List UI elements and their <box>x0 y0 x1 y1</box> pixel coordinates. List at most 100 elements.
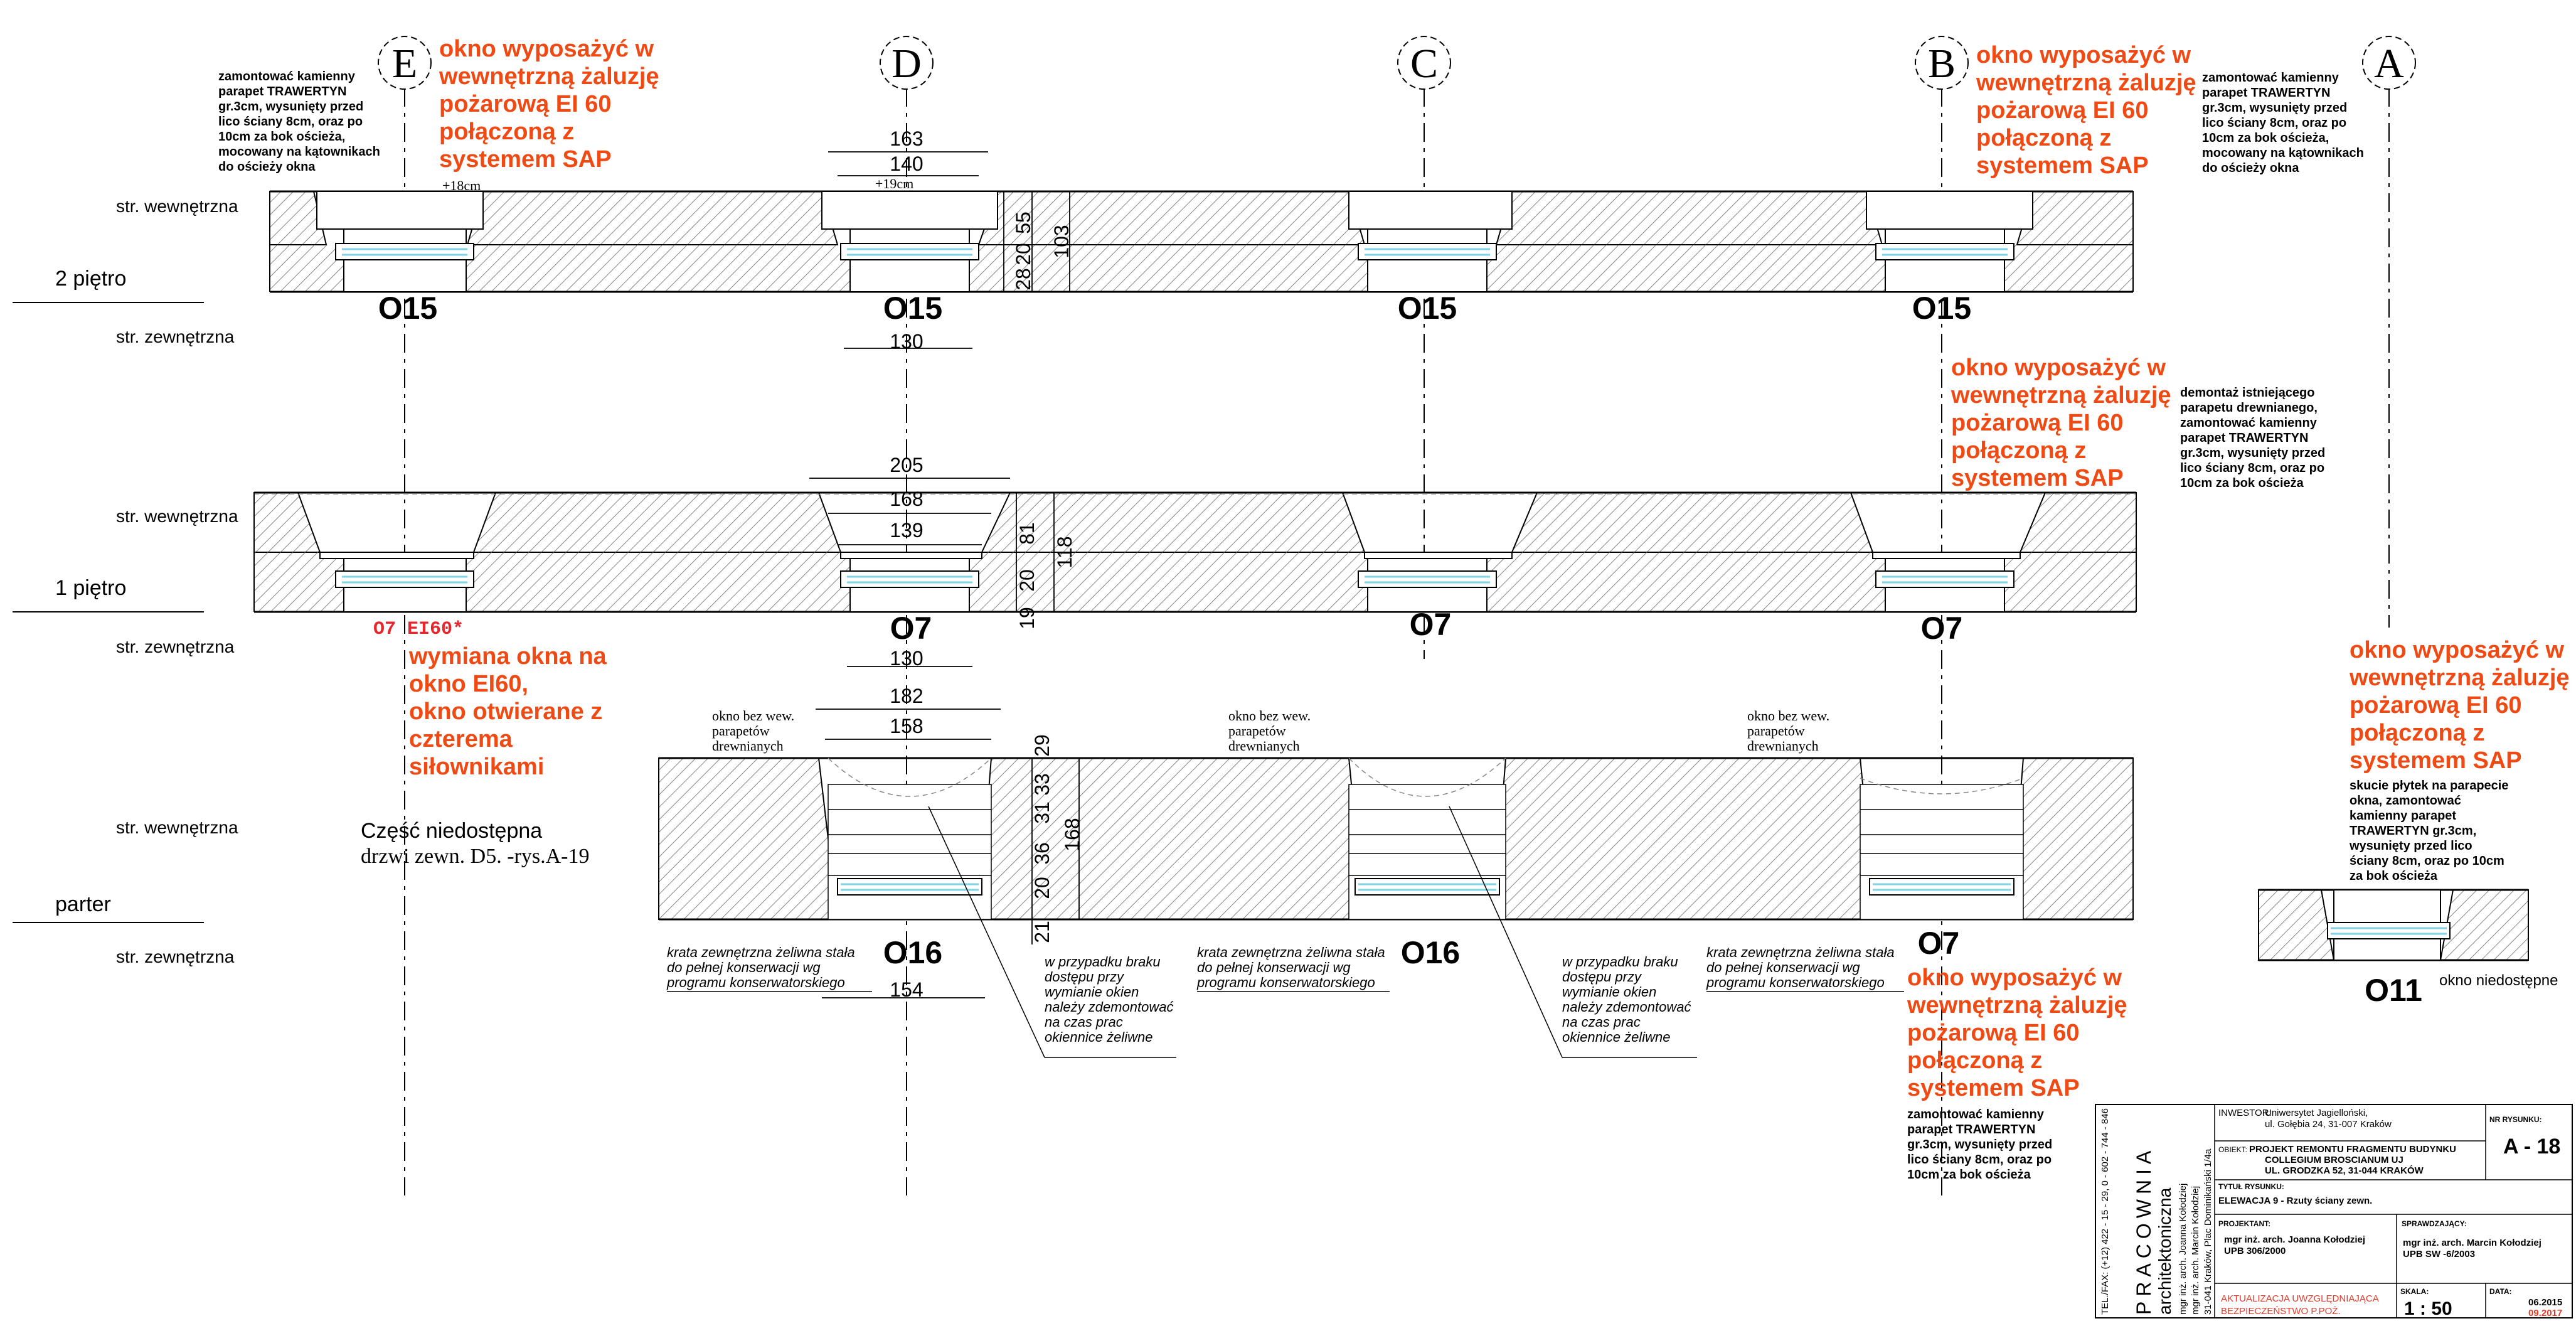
designer-name: mgr inż. arch. Joanna Kołodziej <box>2224 1234 2365 1245</box>
svg-text:krata zewnętrzna żeliwna stała: krata zewnętrzna żeliwna stała <box>1197 944 1385 960</box>
side-inner-2: str. wewnętrzna <box>116 196 238 216</box>
window-label-o15-d: O15 <box>883 291 943 326</box>
window-f1-e <box>319 552 474 612</box>
checker-license: UPB SW -6/2003 <box>2403 1249 2475 1259</box>
dimension-lines <box>809 151 1080 998</box>
svg-text:systemem SAP: systemem SAP <box>1907 1075 2080 1101</box>
dim-55: 55 <box>1012 211 1035 234</box>
svg-text:systemem SAP: systemem SAP <box>439 146 612 173</box>
dim-28: 28 <box>1012 268 1035 291</box>
svg-text:drewnianych: drewnianych <box>1747 738 1819 754</box>
svg-text:demontaż istniejącego: demontaż istniejącego <box>2180 386 2315 400</box>
title-block: TEL./FAX: (+12) 422 - 15 - 29, 0 - 602 -… <box>2095 1104 2573 1319</box>
svg-text:programu konserwatorskiego: programu konserwatorskiego <box>666 975 845 990</box>
svg-text:10cm za bok ościeża: 10cm za bok ościeża <box>2180 476 2304 490</box>
date-1: 06.2015 <box>2528 1297 2562 1308</box>
wall-floor-1 <box>253 491 2137 613</box>
window-f0-d <box>828 757 992 920</box>
window-f2-d <box>821 191 998 292</box>
note-no-parapet-c: okno bez wew. parapetów drewnianych <box>1228 708 1311 754</box>
dim-205: 205 <box>890 454 923 476</box>
window-label-o15-b: O15 <box>1912 291 1972 326</box>
svg-text:lico ściany 8cm, oraz po: lico ściany 8cm, oraz po <box>218 115 363 129</box>
floor-0: parter <box>55 892 111 916</box>
svg-text:okno bez wew.: okno bez wew. <box>1747 708 1829 724</box>
svg-text:parapetu drewnianego,: parapetu drewnianego, <box>2180 401 2318 415</box>
side-inner-1: str. wewnętrzna <box>116 506 238 526</box>
dim-140: 140 <box>890 152 923 175</box>
dim-81: 81 <box>1016 522 1038 545</box>
update-note-2: BEZPIECZEŃSTWO P.POŻ. <box>2221 1305 2341 1317</box>
note-sill-a: skucie płytek na parapecie okna, zamonto… <box>2349 779 2508 883</box>
window-f0-b <box>1860 778 2024 920</box>
window-f1-c <box>1358 552 1513 612</box>
svg-text:zamontować kamienny: zamontować kamienny <box>2202 71 2339 85</box>
checker-label: SPRAWDZAJĄCY: <box>2402 1219 2467 1228</box>
note-louver-b2: okno wyposażyć w wewnętrzną żaluzję poża… <box>1976 42 2196 179</box>
svg-text:parapet TRAWERTYN: parapet TRAWERTYN <box>2180 431 2308 445</box>
object-line-3: UL. GRODZKA 52, 31-044 KRAKÓW <box>2265 1165 2424 1176</box>
dim-plus-19: +19cm <box>875 176 913 191</box>
firm-phone: TEL./FAX: (+12) 422 - 15 - 29, 0 - 602 -… <box>2100 1108 2110 1315</box>
svg-text:parapet TRAWERTYN: parapet TRAWERTYN <box>2202 86 2330 100</box>
object-label: OBIEKT: <box>2218 1145 2247 1154</box>
date-label: DATA: <box>2489 1287 2512 1296</box>
svg-text:mocowany na kątownikach: mocowany na kątownikach <box>2202 146 2364 160</box>
axis-label-d: D <box>891 41 922 87</box>
date-2: 09.2017 <box>2528 1308 2562 1318</box>
note-louver-a: okno wyposażyć w wewnętrzną żaluzję poża… <box>2349 637 2570 774</box>
designer-license: UPB 306/2000 <box>2224 1246 2286 1256</box>
note-sill-b0: zamontować kamienny parapet TRAWERTYN gr… <box>1907 1108 2052 1182</box>
dim-182: 182 <box>890 685 923 707</box>
dim-36: 36 <box>1031 842 1053 865</box>
floor-1: 1 piętro <box>55 576 126 600</box>
svg-text:do pełnej konserwacji wg: do pełnej konserwacji wg <box>667 960 821 975</box>
side-inner-0: str. wewnętrzna <box>116 818 238 837</box>
note-inaccessible: Część niedostępna drzwi zewn. D5. -rys.A… <box>361 819 589 868</box>
svg-text:wysunięty przed lico: wysunięty przed lico <box>2349 839 2472 853</box>
wall-floor-2 <box>269 190 2134 293</box>
firm-subtitle: architektoniczna <box>2155 1187 2174 1315</box>
note-grate-c: krata zewnętrzna żeliwna stała do pełnej… <box>1196 944 1390 992</box>
svg-text:parapetów: parapetów <box>712 723 770 739</box>
svg-text:należy zdemontować: należy zdemontować <box>1045 999 1173 1015</box>
windows-floor-0 <box>828 757 2024 920</box>
drawing-number-label: NR RYSUNKU: <box>2489 1115 2542 1124</box>
svg-text:drewnianych: drewnianych <box>712 738 784 754</box>
svg-text:krata zewnętrzna żeliwna stała: krata zewnętrzna żeliwna stała <box>1706 944 1895 960</box>
note-grate-b: krata zewnętrzna żeliwna stała do pełnej… <box>1706 944 1904 992</box>
side-outer-0: str. zewnętrzna <box>116 947 235 966</box>
side-outer-1: str. zewnętrzna <box>116 637 235 656</box>
svg-text:zamontować kamienny: zamontować kamienny <box>1907 1108 2045 1121</box>
dim-168: 168 <box>890 488 923 510</box>
axis-bubbles <box>378 36 2416 90</box>
window-label-o7-c: O7 <box>1410 607 1452 642</box>
svg-text:zamontować kamienny: zamontować kamienny <box>218 70 356 83</box>
svg-text:gr.3cm, wysunięty przed: gr.3cm, wysunięty przed <box>2180 446 2325 460</box>
svg-text:okno wyposażyć w: okno wyposażyć w <box>2350 637 2565 663</box>
svg-text:połączoną z: połączoną z <box>1907 1047 2042 1074</box>
svg-text:skucie płytek na parapecie: skucie płytek na parapecie <box>2350 779 2508 793</box>
svg-text:za bok ościeża: za bok ościeża <box>2350 869 2438 883</box>
svg-text:systemem SAP: systemem SAP <box>1976 152 2149 179</box>
svg-text:dostępu przy: dostępu przy <box>1562 969 1642 985</box>
svg-text:okno bez wew.: okno bez wew. <box>1228 708 1311 724</box>
svg-text:parapetów: parapetów <box>1228 723 1286 739</box>
svg-text:wewnętrzną żaluzję: wewnętrzną żaluzję <box>2349 665 2570 691</box>
svg-text:okno wyposażyć w: okno wyposażyć w <box>1951 355 2166 381</box>
svg-text:okiennice żeliwne: okiennice żeliwne <box>1045 1029 1152 1045</box>
svg-text:kamienny parapet: kamienny parapet <box>2350 809 2456 823</box>
drawing-title: ELEWACJA 9 - Rzuty ściany zewn. <box>2218 1195 2372 1206</box>
dim-139: 139 <box>890 519 923 542</box>
svg-text:połączoną z: połączoną z <box>1976 125 2111 151</box>
window-label-o15-c: O15 <box>1398 291 1457 326</box>
svg-text:krata zewnętrzna żeliwna stała: krata zewnętrzna żeliwna stała <box>667 944 855 960</box>
svg-text:połączoną z: połączoną z <box>1951 437 2086 464</box>
object-line-1: PROJEKT REMONTU FRAGMENTU BUDYNKU <box>2249 1144 2456 1155</box>
scale-label: SKALA: <box>2400 1287 2429 1296</box>
svg-text:okno EI60,: okno EI60, <box>409 671 528 697</box>
svg-text:mocowany na kątownikach: mocowany na kątownikach <box>218 145 380 159</box>
dim-33: 33 <box>1031 773 1053 796</box>
note-grate-d: krata zewnętrzna żeliwna stała do pełnej… <box>666 944 872 992</box>
svg-text:okno wyposażyć w: okno wyposażyć w <box>1907 965 2122 991</box>
